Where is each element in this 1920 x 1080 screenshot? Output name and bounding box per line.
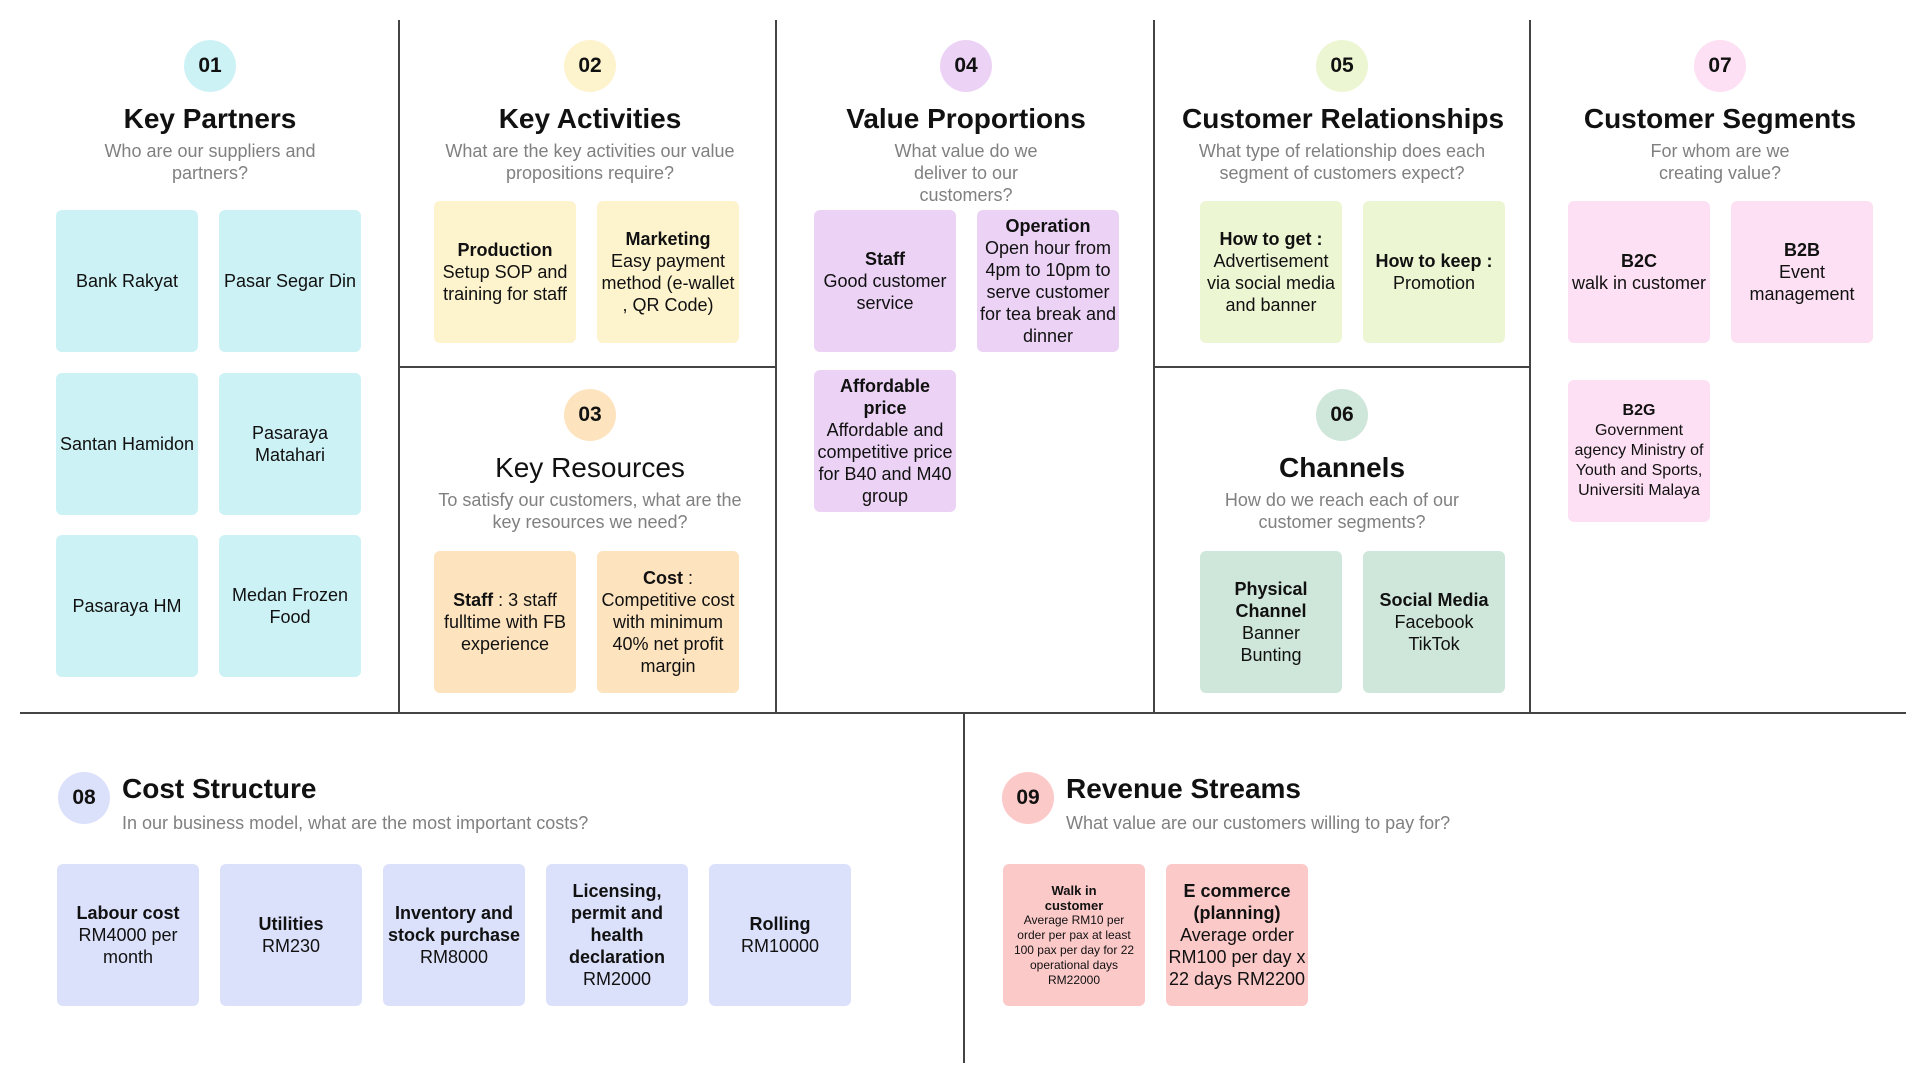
- note-heading: Physical Channel: [1234, 579, 1308, 621]
- cost-structure-title: Cost Structure: [122, 773, 317, 804]
- revenue-streams-number-badge: 09: [1002, 772, 1054, 824]
- key-resources-header: 03 Key Resources To satisfy our customer…: [430, 389, 750, 533]
- cost-structure-subtitle: In our business model, what are the most…: [122, 813, 589, 833]
- key-activities-subtitle: What are the key activities our value pr…: [445, 141, 735, 183]
- note-heading: Labour cost: [76, 903, 180, 923]
- customer-segments-subtitle: For whom are we creating value?: [1650, 141, 1790, 183]
- note-heading: B2G: [1622, 402, 1656, 419]
- key-resources-title: Key Resources: [495, 452, 685, 483]
- note-physical-channel[interactable]: Physical Channel Banner Bunting: [1200, 551, 1342, 693]
- value-proportions-title: Value Proportions: [846, 103, 1086, 134]
- customer-segments-title: Customer Segments: [1583, 103, 1857, 134]
- customer-relationships-header: 05 Customer Relationships What type of r…: [1182, 40, 1505, 184]
- key-activities-header: 02 Key Activities What are the key activ…: [430, 40, 750, 184]
- note-heading: Social Media: [1379, 590, 1489, 610]
- customer-segments-number-badge: 07: [1694, 40, 1746, 92]
- note-heading: Marketing: [625, 229, 711, 249]
- note-heading: How to get :: [1219, 229, 1323, 249]
- note-walk-in-customer[interactable]: Walk in customer Average RM10 per order …: [1003, 864, 1145, 1006]
- channels-title: Channels: [1278, 452, 1406, 483]
- note-heading: Affordable price: [840, 376, 930, 418]
- note-staff-value[interactable]: Staff Good customer service: [814, 210, 956, 352]
- note-heading: Staff: [453, 590, 494, 610]
- divider-h-relationships: [1154, 366, 1530, 368]
- key-partners-title: Key Partners: [123, 103, 297, 134]
- note-heading: Utilities: [258, 914, 324, 934]
- channels-subtitle: How do we reach each of our customer seg…: [1224, 490, 1460, 532]
- note-affordable-price[interactable]: Affordable price Affordable and competit…: [814, 370, 956, 512]
- note-labour-cost[interactable]: Labour cost RM4000 per month: [57, 864, 199, 1006]
- note-pasar-segar-din[interactable]: Pasar Segar Din: [219, 210, 361, 352]
- note-b2g[interactable]: B2G Government agency Ministry of Youth …: [1568, 380, 1710, 522]
- key-activities-title: Key Activities: [498, 103, 682, 134]
- customer-relationships-title: Customer Relationships: [1182, 103, 1505, 134]
- value-proportions-number-badge: 04: [940, 40, 992, 92]
- customer-relationships-number-badge: 05: [1316, 40, 1368, 92]
- key-partners-subtitle: Who are our suppliers and partners?: [104, 141, 316, 183]
- note-inventory[interactable]: Inventory and stock purchase RM8000: [383, 864, 525, 1006]
- customer-segments-header: 07 Customer Segments For whom are we cre…: [1560, 40, 1880, 184]
- note-heading: B2B: [1783, 240, 1820, 260]
- note-bank-rakyat[interactable]: Bank Rakyat: [56, 210, 198, 352]
- note-how-to-get[interactable]: How to get : Advertisement via social me…: [1200, 201, 1342, 343]
- value-proportions-header: 04 Value Proportions What value do we de…: [806, 40, 1126, 206]
- note-heading: How to keep :: [1375, 251, 1493, 271]
- note-social-media[interactable]: Social Media Facebook TikTok: [1363, 551, 1505, 693]
- note-heading: Production: [457, 240, 553, 260]
- key-partners-number-badge: 01: [184, 40, 236, 92]
- cost-structure-header: 08 Cost Structure In our business model,…: [58, 772, 588, 834]
- note-medan-frozen-food[interactable]: Medan Frozen Food: [219, 535, 361, 677]
- value-proportions-subtitle: What value do we deliver to our customer…: [894, 141, 1038, 205]
- note-b2c[interactable]: B2C walk in customer: [1568, 201, 1710, 343]
- channels-header: 06 Channels How do we reach each of our …: [1182, 389, 1502, 533]
- note-heading: E commerce (planning): [1183, 881, 1291, 923]
- note-pasaraya-hm[interactable]: Pasaraya HM: [56, 535, 198, 677]
- note-heading: Operation: [1005, 216, 1091, 236]
- cost-structure-number-badge: 08: [58, 772, 110, 824]
- key-activities-number-badge: 02: [564, 40, 616, 92]
- note-heading: Staff: [865, 249, 905, 269]
- note-b2b[interactable]: B2B Event management: [1731, 201, 1873, 343]
- note-licensing[interactable]: Licensing, permit and health declaration…: [546, 864, 688, 1006]
- note-heading: Inventory and stock purchase: [387, 903, 521, 945]
- note-heading: B2C: [1620, 251, 1657, 271]
- note-operation[interactable]: Operation Open hour from 4pm to 10pm to …: [977, 210, 1119, 352]
- divider-h-activities: [399, 366, 776, 368]
- note-e-commerce[interactable]: E commerce (planning) Average order RM10…: [1166, 864, 1308, 1006]
- divider-v4: [1529, 20, 1531, 713]
- note-heading: Licensing, permit and health declaration: [568, 881, 666, 967]
- note-staff-resource[interactable]: Staff : 3 staff fulltime with FB experie…: [434, 551, 576, 693]
- note-production[interactable]: Production Setup SOP and training for st…: [434, 201, 576, 343]
- note-marketing[interactable]: Marketing Easy payment method (e-wallet …: [597, 201, 739, 343]
- key-partners-header: 01 Key Partners Who are our suppliers an…: [60, 40, 360, 184]
- note-how-to-keep[interactable]: How to keep : Promotion: [1363, 201, 1505, 343]
- note-pasaraya-matahari[interactable]: Pasaraya Matahari: [219, 373, 361, 515]
- note-heading: Walk in customer: [1044, 882, 1104, 913]
- divider-v2: [775, 20, 777, 713]
- channels-number-badge: 06: [1316, 389, 1368, 441]
- note-cost-resource[interactable]: Cost : Competitive cost with minimum 40%…: [597, 551, 739, 693]
- revenue-streams-header: 09 Revenue Streams What value are our cu…: [1002, 772, 1450, 834]
- note-heading: Cost: [642, 568, 683, 588]
- key-resources-subtitle: To satisfy our customers, what are the k…: [438, 490, 742, 532]
- revenue-streams-title: Revenue Streams: [1066, 773, 1302, 804]
- divider-v-bottom: [963, 713, 965, 1063]
- note-santan-hamidon[interactable]: Santan Hamidon: [56, 373, 198, 515]
- note-rolling[interactable]: Rolling RM10000: [709, 864, 851, 1006]
- customer-relationships-subtitle: What type of relationship does each segm…: [1198, 141, 1486, 183]
- note-heading: Rolling: [749, 914, 811, 934]
- revenue-streams-subtitle: What value are our customers willing to …: [1066, 813, 1451, 833]
- note-utilities[interactable]: Utilities RM230: [220, 864, 362, 1006]
- key-resources-number-badge: 03: [564, 389, 616, 441]
